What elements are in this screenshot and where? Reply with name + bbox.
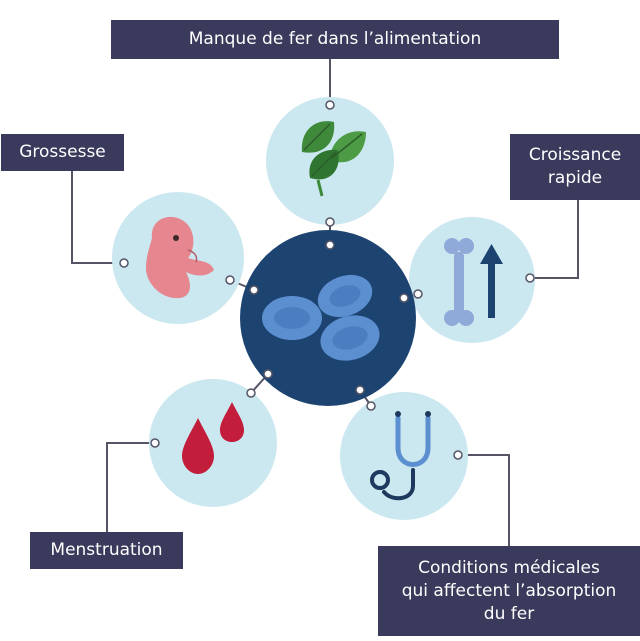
label-diet-iron-deficiency: Manque de fer dans l’alimentation [111,20,559,59]
label-pregnancy: Grossesse [1,134,124,171]
label-text: Grossesse [19,142,106,162]
connector-dots [119,100,535,460]
label-medical-conditions: Conditions médicales qui affectent l’abs… [378,546,640,636]
label-text-line-2: qui affectent l’absorption [401,580,617,601]
bubble-bottom-right [340,392,468,520]
label-menstruation: Menstruation [30,532,183,569]
connector-bottom-left [106,442,155,532]
label-text: Menstruation [50,540,163,560]
connector-right [530,200,579,279]
fetus-icon [146,216,214,299]
label-rapid-growth: Croissance rapide [510,134,640,200]
blood-drops-icon [182,402,244,474]
label-text-line-3: du fer [483,603,535,624]
bubble-right [409,217,535,343]
center-circle [240,230,416,406]
spinach-icon [301,121,366,197]
red-blood-cells-icon [262,274,380,361]
stethoscope-icon [370,411,431,501]
connector-left [71,171,124,264]
label-text-line-2: rapide [547,168,603,188]
label-text: Manque de fer dans l’alimentation [188,29,482,49]
label-text-line-1: Conditions médicales [418,557,600,578]
bone-growth-icon [444,238,503,326]
label-text-line-1: Croissance [528,145,622,165]
connector-bottom-right [458,454,510,546]
bubble-bottom-left [149,379,277,507]
